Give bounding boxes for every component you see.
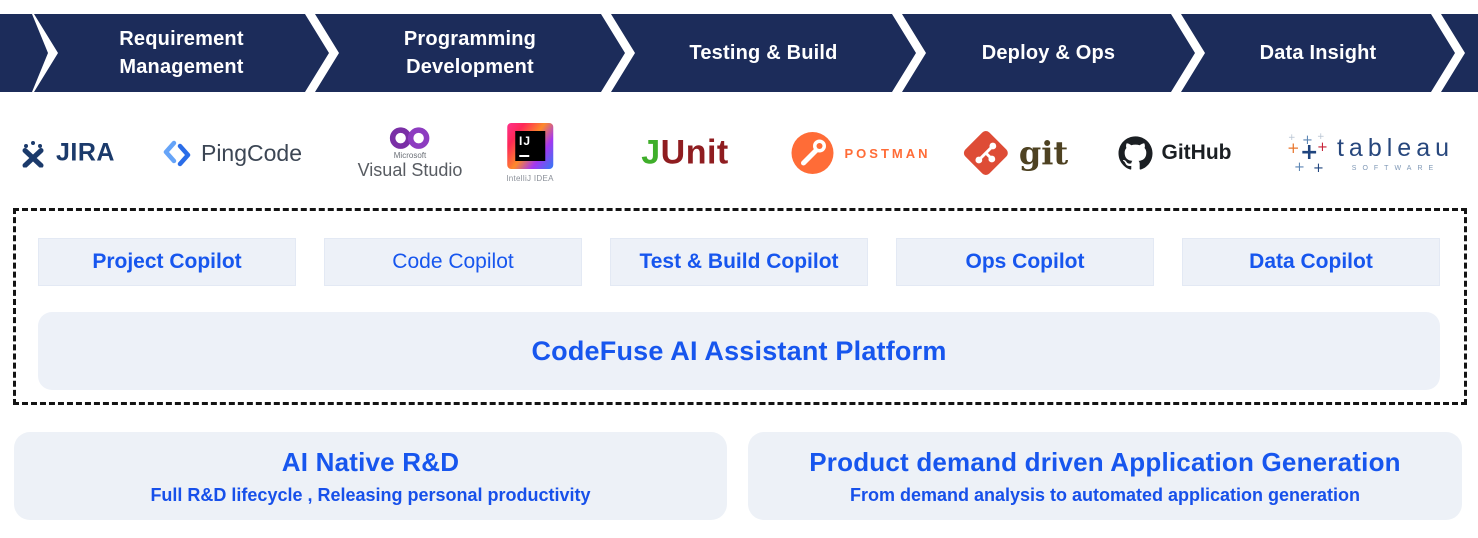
postman-wordmark: POSTMAN [844, 145, 931, 161]
svg-text:+: + [1302, 133, 1313, 148]
pipeline-stage-data-insight: Data Insight [1181, 14, 1455, 92]
tableau-caption: SOFTWARE [1351, 165, 1440, 172]
tableau-wordmark: tableau [1336, 134, 1455, 162]
stage-label: Data Insight [1259, 42, 1377, 64]
logo-intellij: IJ IntelliJ IDEA [506, 123, 553, 183]
copilot-chip-code: Code Copilot [324, 238, 582, 286]
visual-studio-infinity-icon [390, 127, 430, 149]
benefit-title: AI Native R&D [281, 446, 460, 477]
codefuse-platform-group-border [13, 208, 1467, 405]
codefuse-platform-label: CodeFuse AI Assistant Platform [531, 335, 947, 366]
copilot-chip-test-build: Test & Build Copilot [610, 238, 868, 286]
benefit-card-app-generation: Product demand driven Application Genera… [748, 432, 1462, 520]
jira-icon [22, 140, 44, 167]
intellij-caption: IntelliJ IDEA [506, 174, 554, 183]
intellij-inner-square: IJ [514, 131, 545, 161]
pingcode-wordmark: PingCode [200, 139, 303, 166]
benefit-subtitle: From demand analysis to automated applic… [849, 484, 1361, 505]
git-icon [961, 128, 1010, 178]
pingcode-icon [163, 140, 191, 167]
benefit-card-ai-native-rd: AI Native R&D Full R&D lifecycle , Relea… [14, 432, 727, 520]
pipeline-stage-testing-build: Testing & Build [611, 14, 916, 92]
jira-wordmark: JIRA [56, 138, 115, 167]
tools-row: JIRA PingCode Microsoft Visual Studio IJ [0, 108, 1478, 198]
intellij-badge-text: IJ [518, 134, 532, 148]
junit-wordmark: JUnit [641, 133, 729, 172]
svg-text:+: + [1288, 133, 1296, 143]
pipeline-stage-deploy-ops: Deploy & Ops [902, 14, 1195, 92]
svg-text:+: + [1287, 139, 1300, 157]
benefit-title: Product demand driven Application Genera… [809, 446, 1401, 477]
logo-github: GitHub [1118, 136, 1232, 170]
github-wordmark: GitHub [1161, 141, 1232, 164]
codefuse-platform-bar: CodeFuse AI Assistant Platform [38, 312, 1440, 390]
pipeline-lead-arrow [0, 14, 48, 92]
logo-postman: POSTMAN [790, 130, 931, 176]
intellij-underscore [518, 154, 529, 157]
git-wordmark: git [1018, 134, 1069, 172]
svg-text:+: + [1313, 161, 1324, 175]
copilot-chip-project: Project Copilot [38, 238, 296, 286]
svg-text:+: + [1300, 140, 1318, 165]
postman-icon [791, 132, 834, 174]
github-octocat-icon [1118, 136, 1153, 170]
svg-text:+: + [1317, 140, 1328, 155]
svg-text:+: + [1294, 160, 1305, 175]
visual-studio-brand: Microsoft [393, 151, 427, 161]
stage-label: Deploy & Ops [981, 42, 1116, 64]
copilot-chip-data: Data Copilot [1182, 238, 1440, 286]
intellij-icon: IJ [506, 123, 553, 169]
tableau-icon: + + + + + + + + [1287, 132, 1328, 175]
logo-jira: JIRA [19, 139, 115, 168]
copilot-chip-ops: Ops Copilot [896, 238, 1154, 286]
logo-visual-studio: Microsoft Visual Studio [357, 125, 463, 181]
logo-junit: JUnit [641, 134, 729, 173]
svg-text:+: + [1317, 132, 1325, 142]
logo-pingcode: PingCode [162, 138, 302, 168]
benefit-subtitle: Full R&D lifecycle , Releasing personal … [150, 484, 591, 505]
stage-label: Testing & Build [689, 42, 838, 64]
logo-git: git [961, 128, 1069, 178]
logo-tableau: + + + + + + + + tableau SOFTWARE [1286, 131, 1454, 175]
visual-studio-wordmark: Visual Studio [357, 160, 463, 181]
